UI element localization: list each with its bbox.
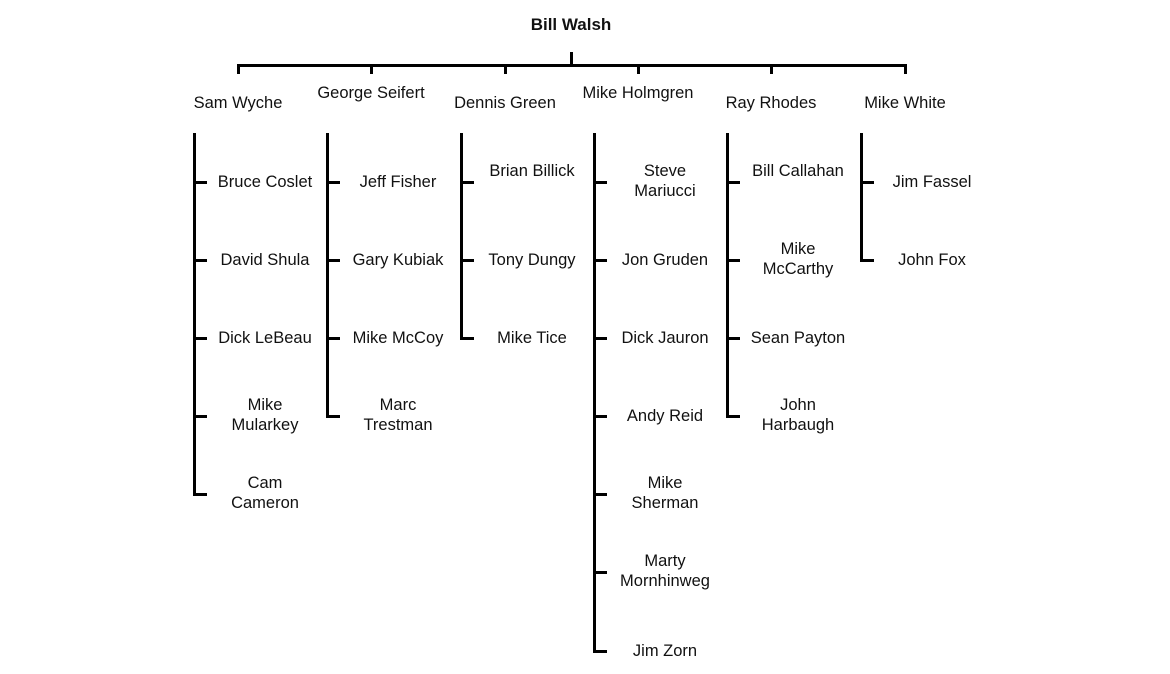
branch-spine-line	[460, 133, 463, 340]
leaf-connector-tick	[326, 259, 340, 262]
leaf-node-label: Jim Fassel	[892, 173, 972, 191]
leaf-node-label: Cam Cameron	[231, 474, 299, 512]
leaf-node-label: John Harbaugh	[761, 396, 835, 434]
leaf-node-label: Mike McCoy	[352, 329, 444, 347]
leaf-connector-tick	[593, 181, 607, 184]
branch-node-label: Ray Rhodes	[725, 94, 817, 112]
leaf-node-label: Mike McCarthy	[762, 240, 834, 278]
branch-connector-tick	[369, 64, 373, 74]
leaf-node-label: Jeff Fisher	[359, 173, 437, 191]
leaf-connector-tick	[193, 259, 207, 262]
leaf-node-label: Marc Trestman	[363, 396, 433, 434]
leaf-node-label: Brian Billick	[489, 162, 575, 180]
branch-connector-tick	[503, 64, 507, 74]
leaf-node-label: Jim Zorn	[632, 642, 698, 660]
leaf-node-label: Marty Mornhinweg	[620, 552, 710, 590]
leaf-connector-tick	[593, 493, 607, 496]
leaf-connector-tick	[193, 415, 207, 418]
branch-spine-line	[726, 133, 729, 418]
leaf-connector-tick	[726, 415, 740, 418]
leaf-node-label: Bill Callahan	[752, 162, 844, 180]
root-stem-line	[569, 52, 573, 67]
leaf-node-label: Mike Mularkey	[231, 396, 299, 434]
leaf-node-label: Sean Payton	[750, 329, 846, 347]
leaf-connector-tick	[460, 181, 474, 184]
branch-node-label: Sam Wyche	[193, 94, 283, 112]
leaf-connector-tick	[193, 337, 207, 340]
branch-spine-line	[326, 133, 329, 418]
leaf-node-label: Mike Sherman	[631, 474, 699, 512]
leaf-connector-tick	[326, 181, 340, 184]
leaf-connector-tick	[326, 337, 340, 340]
leaf-connector-tick	[593, 259, 607, 262]
leaf-connector-tick	[193, 181, 207, 184]
branch-spine-line	[193, 133, 196, 496]
leaf-node-label: Gary Kubiak	[352, 251, 444, 269]
leaf-node-label: David Shula	[220, 251, 310, 269]
leaf-connector-tick	[326, 415, 340, 418]
branch-connector-tick	[636, 64, 640, 74]
leaf-node-label: Mike Tice	[497, 329, 567, 347]
leaf-connector-tick	[726, 337, 740, 340]
leaf-node-label: Jon Gruden	[621, 251, 709, 269]
leaf-node-label: Andy Reid	[626, 407, 704, 425]
branch-spine-line	[860, 133, 863, 262]
branch-connector-tick	[903, 64, 907, 74]
leaf-connector-tick	[860, 259, 874, 262]
leaf-node-label: John Fox	[898, 251, 966, 269]
leaf-connector-tick	[460, 259, 474, 262]
leaf-connector-tick	[726, 181, 740, 184]
leaf-connector-tick	[460, 337, 474, 340]
leaf-connector-tick	[193, 493, 207, 496]
leaf-connector-tick	[726, 259, 740, 262]
leaf-node-label: Dick LeBeau	[218, 329, 312, 347]
leaf-node-label: Tony Dungy	[488, 251, 576, 269]
leaf-node-label: Steve Mariucci	[634, 162, 696, 200]
leaf-node-label: Bruce Coslet	[217, 173, 313, 191]
branch-node-label: Mike Holmgren	[582, 84, 694, 102]
branch-connector-tick	[236, 64, 240, 74]
leaf-node-label: Dick Jauron	[621, 329, 709, 347]
leaf-connector-tick	[593, 415, 607, 418]
leaf-connector-tick	[860, 181, 874, 184]
branch-node-label: George Seifert	[317, 84, 425, 102]
leaf-connector-tick	[593, 571, 607, 574]
branch-connector-tick	[769, 64, 773, 74]
root-node-title: Bill Walsh	[530, 15, 612, 34]
branch-node-label: Dennis Green	[454, 94, 556, 112]
root-horizontal-bar	[236, 64, 907, 67]
leaf-connector-tick	[593, 337, 607, 340]
leaf-connector-tick	[593, 650, 607, 653]
branch-node-label: Mike White	[864, 94, 946, 112]
branch-spine-line	[593, 133, 596, 653]
